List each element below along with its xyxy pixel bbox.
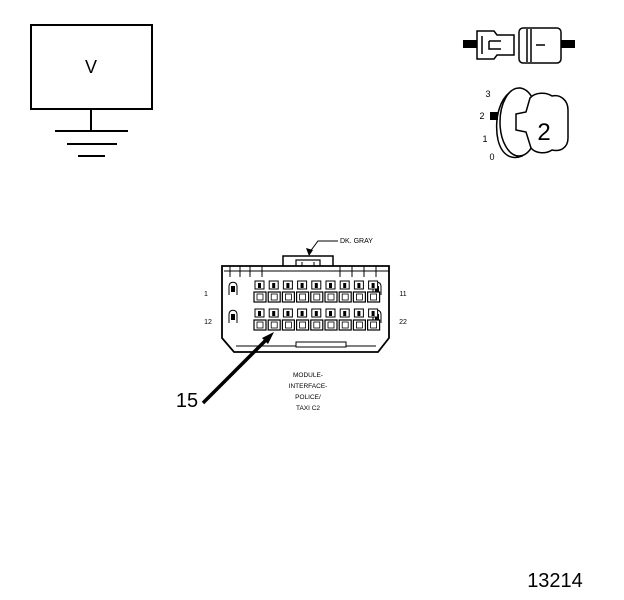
ignition-position-3: 3 (485, 89, 490, 99)
test-lead-plug-icon (463, 27, 575, 64)
pin-cavity-row2 (324, 308, 338, 331)
wire-color-leader (308, 240, 338, 254)
pin-cavity-row1 (281, 280, 295, 303)
pin-label-row2-start: 12 (204, 319, 212, 326)
pin-cavity-row2 (281, 308, 295, 331)
ignition-position-1: 1 (482, 134, 487, 144)
pin-cavity-row1 (338, 280, 352, 303)
voltmeter-symbol: V (85, 57, 97, 77)
pin-row2-latch-left-key (231, 314, 235, 320)
ignition-position-0: 0 (489, 152, 494, 162)
pin-cavity-row2 (267, 308, 281, 331)
voltmeter-with-ground: V (30, 24, 153, 157)
pin-label-row1-end: 11 (399, 291, 406, 298)
pin-cavity-grid (228, 280, 382, 331)
pin-row1-latch-left-key (231, 286, 235, 292)
pin-cavity-row1 (352, 280, 366, 303)
pin-label-row2-end: 22 (399, 319, 407, 326)
pin-cavity-row1 (253, 280, 267, 303)
pin-cavity-row2 (310, 308, 324, 331)
pin-cavity-row1 (324, 280, 338, 303)
pin-cavity-row1 (367, 280, 381, 303)
svg-text:MODULE-: MODULE- (293, 372, 323, 379)
pin-cavity-row1 (310, 280, 324, 303)
pin-cavity-row2 (352, 308, 366, 331)
svg-text:TAXI C2: TAXI C2 (296, 405, 320, 412)
probe-tip-arrowhead-icon (262, 332, 274, 344)
pin-label-row1-start: 1 (204, 291, 208, 298)
pin-cavity-row2 (253, 308, 267, 331)
figure-number: 13214 (527, 570, 583, 592)
ignition-position-2: 2 (479, 111, 484, 121)
probe-pin-callout: 15 (176, 390, 198, 412)
svg-text:INTERFACE-: INTERFACE- (289, 383, 328, 390)
pin-cavity-row2 (338, 308, 352, 331)
svg-text:POLICE/: POLICE/ (295, 394, 321, 401)
module-connector: DK. GRAY 1 11 12 22 (176, 238, 407, 412)
connector-name: MODULE- INTERFACE- POLICE/ TAXI C2 (289, 372, 328, 412)
pin-cavity-row2 (367, 308, 381, 331)
wire-color-arrowhead-icon (306, 248, 313, 256)
pin-cavity-row1 (296, 280, 310, 303)
pin-cavity-row2 (296, 308, 310, 331)
ignition-key-badge: 2 (537, 119, 550, 146)
pin-cavity-row1 (267, 280, 281, 303)
test-probe: 15 (176, 332, 274, 412)
wire-color-label: DK. GRAY (340, 238, 373, 245)
ground-symbol-icon (55, 109, 128, 157)
ignition-position-marker (490, 112, 498, 120)
ignition-switch-icon: 3 2 1 0 2 (479, 87, 569, 162)
